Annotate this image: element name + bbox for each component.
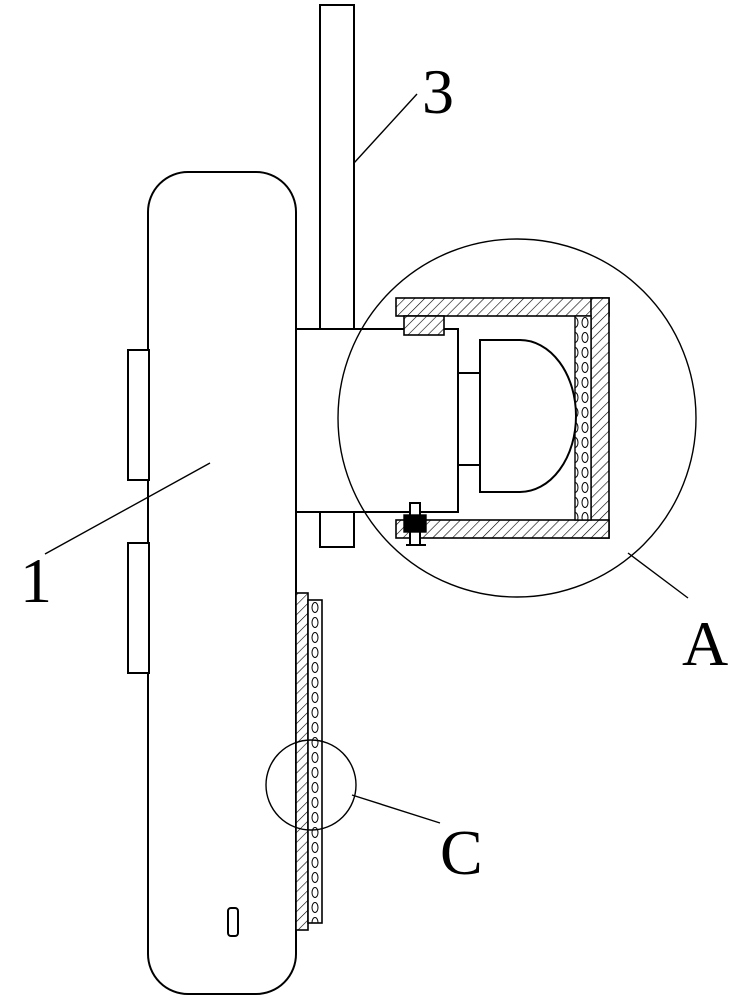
beaded-strip: [307, 599, 323, 924]
bead-column: [574, 315, 592, 521]
leader-3: [353, 93, 418, 164]
detail-circle-a: [337, 238, 697, 598]
leader-c: [351, 794, 441, 824]
hatched-strip: [295, 592, 309, 931]
vertical-rod: [319, 4, 355, 330]
housing-right-wall: [590, 297, 610, 539]
detail-circle-c: [265, 739, 357, 831]
slot-mark: [227, 907, 239, 937]
housing-top-wall: [395, 297, 610, 317]
label-c: C: [440, 817, 483, 888]
label-3: 3: [422, 56, 454, 127]
leader-1: [44, 462, 211, 555]
bolt-nut: [403, 514, 427, 533]
connector-block: [295, 328, 459, 513]
inner-cap: [403, 315, 445, 336]
label-1: 1: [20, 545, 52, 616]
label-a: A: [682, 608, 728, 679]
rod-lower-stub: [319, 511, 355, 548]
dome: [479, 339, 577, 493]
main-body: [147, 171, 297, 995]
housing-bottom-wall: [395, 519, 610, 539]
side-pad-lower: [127, 542, 150, 674]
side-pad-upper: [127, 349, 150, 481]
dome-stem: [457, 372, 481, 466]
leader-a: [627, 552, 689, 599]
